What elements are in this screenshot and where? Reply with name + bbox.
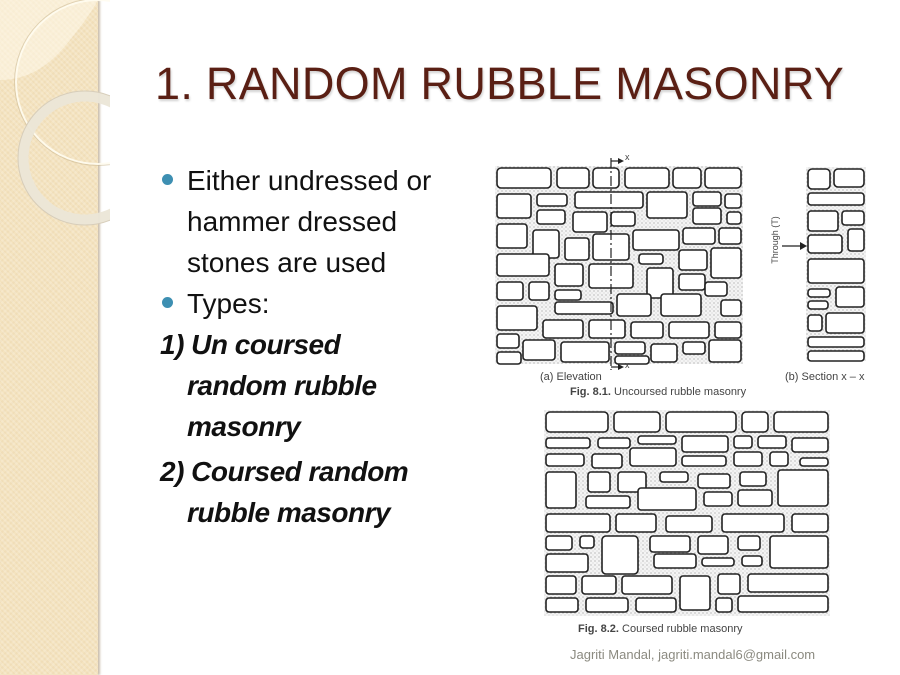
- slide-body: Either undressed or hammer dressed stone…: [160, 160, 480, 533]
- fig2-caption-number: Fig. 8.2.: [578, 623, 619, 635]
- type-line: random rubble: [187, 370, 377, 401]
- type-line: 1) Un coursed: [160, 329, 341, 360]
- type-coursed: 2) Coursed random rubble masonry: [160, 451, 480, 533]
- through-label: Through (T): [770, 216, 780, 264]
- fig1-caption: Fig. 8.1. Uncoursed rubble masonry: [570, 386, 746, 398]
- coursed-elevation-figure: [544, 410, 830, 616]
- fig2-caption: Fig. 8.2. Coursed rubble masonry: [578, 623, 742, 635]
- section-label: (b) Section x – x: [785, 371, 865, 383]
- bullet-line: Types:: [187, 288, 270, 319]
- bullet-types: Types:: [160, 283, 480, 324]
- bullet-line: stones are used: [187, 247, 387, 278]
- bullet-dot-icon: [162, 297, 173, 308]
- axis-marker-bottom: x: [625, 360, 630, 370]
- fig2-caption-text: Coursed rubble masonry: [622, 623, 743, 635]
- uncoursed-elevation-figure: [495, 158, 743, 370]
- decorative-circles-icon: [0, 0, 110, 226]
- elevation-label: (a) Elevation: [540, 371, 602, 383]
- bullet-dot-icon: [162, 174, 173, 185]
- fig1-caption-number: Fig. 8.1.: [570, 386, 611, 398]
- type-uncoursed: 1) Un coursed random rubble masonry: [160, 324, 480, 447]
- bullet-line: hammer dressed: [187, 206, 398, 237]
- type-line: 2) Coursed random: [160, 456, 409, 487]
- slide-title: 1. RANDOM RUBBLE MASONRY: [155, 58, 845, 109]
- bullet-line: Either undressed or: [187, 165, 432, 196]
- footer-author: Jagriti Mandal, jagriti.mandal6@gmail.co…: [570, 647, 816, 662]
- section-x-x-figure: [806, 167, 866, 362]
- axis-marker-top: x: [625, 152, 630, 162]
- type-line: rubble masonry: [187, 497, 391, 528]
- type-line: masonry: [187, 411, 301, 442]
- through-arrow-icon: [782, 242, 807, 250]
- fig1-caption-text: Uncoursed rubble masonry: [614, 386, 747, 398]
- bullet-stones-used: Either undressed or hammer dressed stone…: [160, 160, 480, 283]
